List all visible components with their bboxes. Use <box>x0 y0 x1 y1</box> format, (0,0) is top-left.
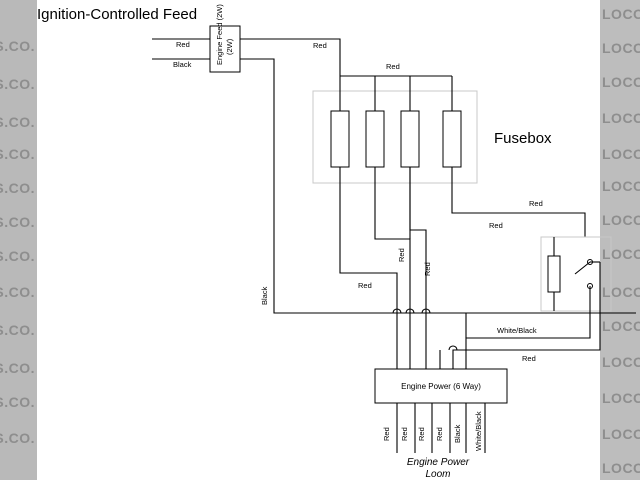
wire-crossover <box>421 308 431 314</box>
fuse1-output-wire <box>339 167 398 369</box>
loom-wire-label: White/Black <box>474 411 483 451</box>
watermark-text: DERS.CO. <box>0 114 35 130</box>
loom-caption-line2: Loom <box>425 469 450 480</box>
fuse2-output-wire <box>374 167 411 369</box>
engine-feed-label-2w: (2W) <box>225 38 234 55</box>
wire-label: Black <box>173 60 192 69</box>
fuse-4 <box>442 110 462 168</box>
engine-power-label: Engine Power (6 Way) <box>401 382 481 391</box>
wire-crossover <box>392 308 402 314</box>
watermark-text: DERS.CO. <box>0 214 35 230</box>
watermark-text: DERS.CO. <box>0 394 35 410</box>
switch-lever <box>574 261 591 275</box>
fuse4-output-wire <box>451 167 586 237</box>
wire-label: Red <box>423 262 432 276</box>
watermark-text: DERS.CO. <box>0 76 35 92</box>
watermark-text: LOCOST <box>602 390 640 406</box>
fuse3-output-wire <box>409 167 427 369</box>
switch-fuse <box>547 255 561 293</box>
loom-wire-label: Black <box>453 424 462 443</box>
engine-power-connector <box>374 368 508 404</box>
watermark-text: LOCOST <box>602 318 640 334</box>
watermark-text: LOCOST <box>602 40 640 56</box>
fuse-3 <box>400 110 420 168</box>
wire-label: Red <box>489 221 503 230</box>
loom-wire-label: Red <box>417 427 426 441</box>
wire-label: Red <box>358 281 372 290</box>
watermark-text: DERS.CO. <box>0 360 35 376</box>
wire-label: Red <box>176 40 190 49</box>
diagram-title: Ignition-Controlled Feed <box>37 6 197 23</box>
fuse-1 <box>330 110 350 168</box>
watermark-text: DERS.CO. <box>0 284 35 300</box>
watermark-text: DERS.CO. <box>0 180 35 196</box>
watermark-text: LOCOST <box>602 110 640 126</box>
watermark-text: LOCOST <box>602 212 640 228</box>
wire-crossover <box>405 308 415 314</box>
wire-label: Red <box>386 62 400 71</box>
watermark-text: DERS.CO. <box>0 322 35 338</box>
watermark-text: LOCOST <box>602 426 640 442</box>
watermark-text: LOCOST <box>602 460 640 476</box>
watermark-text: LOCOST <box>602 178 640 194</box>
wire-label: Black <box>260 286 269 305</box>
wire-label: White/Black <box>497 326 537 335</box>
wire-crossover <box>448 345 458 351</box>
watermark-text: DERS.CO. <box>0 38 35 54</box>
watermark-text: DERS.CO. <box>0 248 35 264</box>
fusebox-label: Fusebox <box>494 130 552 147</box>
loom-wire-label: Red <box>400 427 409 441</box>
switch-output-white-black <box>465 286 591 369</box>
loom-wire-label: Red <box>382 427 391 441</box>
watermark-text: LOCOST <box>602 74 640 90</box>
feed-wire-red <box>240 38 341 76</box>
loom-caption-line1: Engine Power <box>407 457 470 468</box>
engine-feed-connector <box>209 25 241 73</box>
wire-label: Red <box>313 41 327 50</box>
switch-box-outline <box>540 236 612 312</box>
left-watermark-strip: DERS.CO. DERS.CO. DERS.CO. DERS.CO. DERS… <box>0 0 37 480</box>
engine-feed-label: Engine Feed (2W) <box>215 4 224 65</box>
feed-wire-black <box>240 58 636 314</box>
watermark-text: DERS.CO. <box>0 430 35 446</box>
loom-wire-label: Red <box>435 427 444 441</box>
switch-return-red <box>452 262 601 369</box>
watermark-text: LOCOST <box>602 6 640 22</box>
watermark-text: LOCOST <box>602 354 640 370</box>
fuse-2 <box>365 110 385 168</box>
wire-label: Red <box>529 199 543 208</box>
fusebox-outline <box>312 90 478 184</box>
watermark-text: DERS.CO. <box>0 146 35 162</box>
wire-label: Red <box>522 354 536 363</box>
watermark-text: LOCOST <box>602 146 640 162</box>
wire-label: Red <box>397 248 406 262</box>
